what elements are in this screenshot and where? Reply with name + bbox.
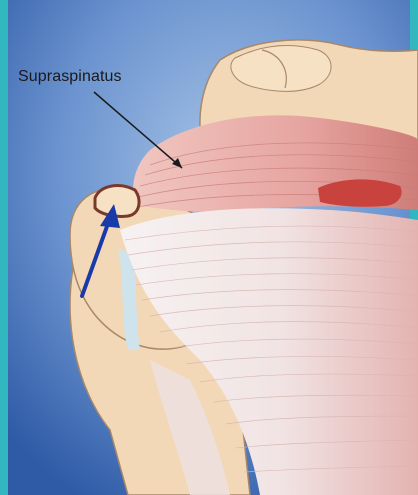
muscle-patch xyxy=(318,179,402,206)
supraspinatus-label: Supraspinatus xyxy=(18,68,122,86)
insertion-tuberosity xyxy=(95,186,139,217)
frame-edge-left xyxy=(0,0,8,495)
